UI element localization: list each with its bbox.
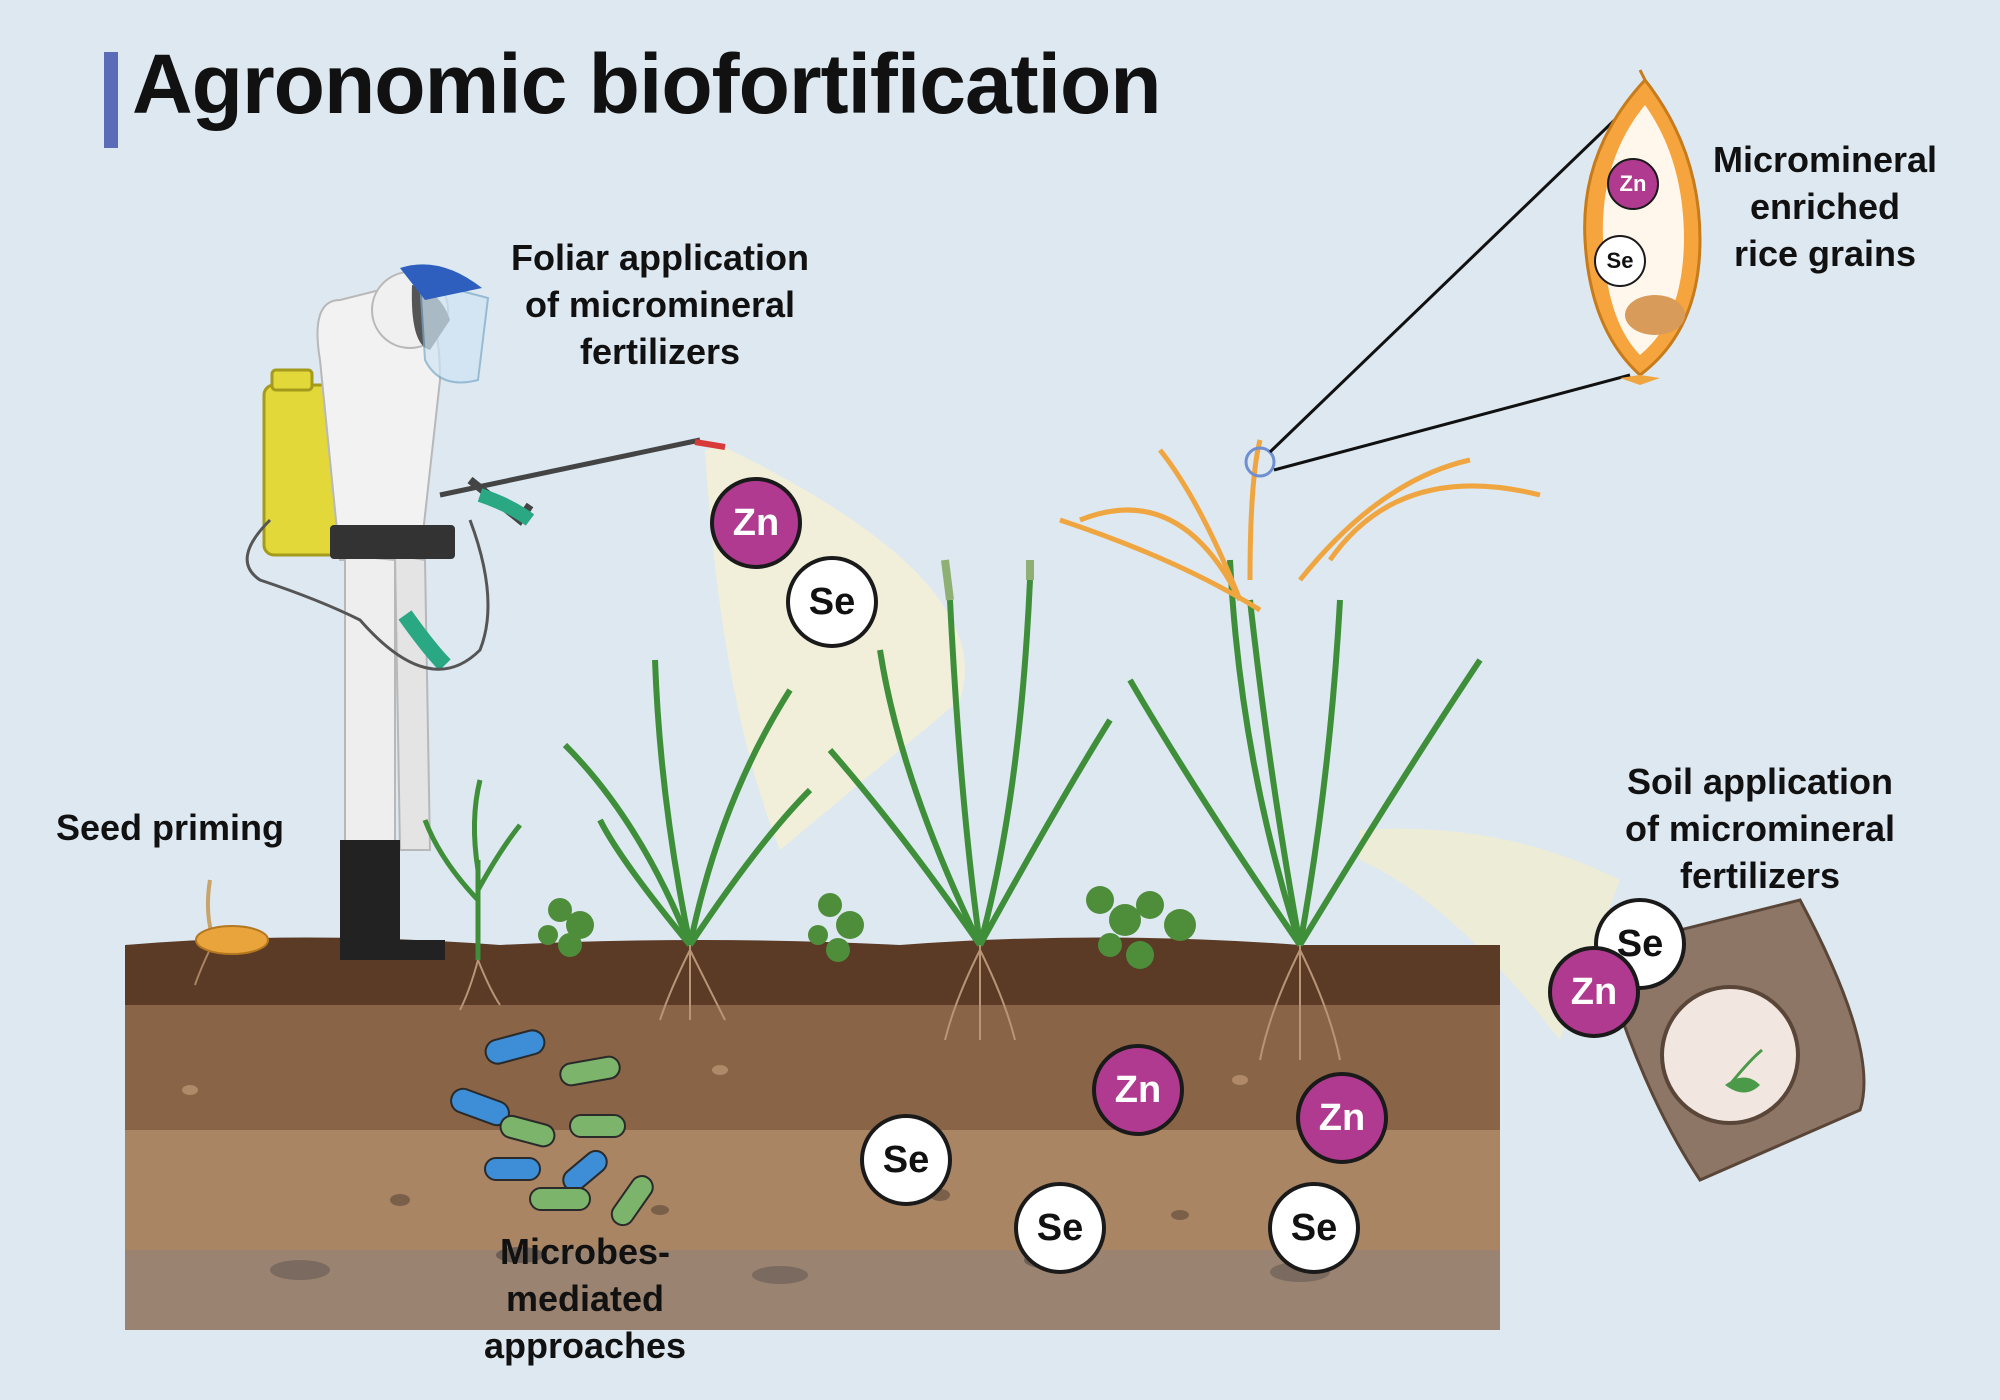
zn-bubble-bag: Zn [1548, 946, 1640, 1038]
microbes-label-line-2: mediated [505, 1278, 665, 1319]
primed-seed [194, 879, 269, 986]
microbes-label-line-1: Microbes- [499, 1231, 671, 1272]
farmer-sprayer [245, 264, 726, 960]
seed-label-line-1: Seed priming [55, 807, 285, 848]
zn-bubble-soil-2: Zn [1296, 1072, 1388, 1164]
microbes-label: Microbes- mediated approaches [430, 1228, 740, 1369]
magnifier-callout [1244, 108, 1631, 478]
booting-rice-plant [827, 559, 1113, 1041]
foliar-label-line-3: fertilizers [579, 331, 741, 372]
grains-label-line-2: enriched [1749, 186, 1901, 227]
diagram-title: Agronomic biofortification [132, 37, 1162, 131]
grains-label-line-3: rice grains [1733, 233, 1917, 274]
zn-bubble-grain: Zn [1607, 158, 1659, 210]
foliar-label-line-2: of micromineral [524, 284, 796, 325]
title-accent-bar [104, 52, 118, 148]
enriched-grains-label: Micromineral enriched rice grains [1680, 136, 1970, 277]
microbes-label-line-3: approaches [483, 1325, 687, 1366]
se-bubble-soil-2: Se [1014, 1182, 1106, 1274]
soil-label-line-1: Soil application [1626, 761, 1894, 802]
soil-label-line-2: of micromineral [1624, 808, 1896, 849]
tillering-rice-plant [562, 659, 813, 1021]
se-bubble-soil-1: Se [860, 1114, 952, 1206]
soil-application-label: Soil application of micromineral fertili… [1580, 758, 1940, 899]
foliar-application-label: Foliar application of micromineral ferti… [470, 234, 850, 375]
seedling [422, 779, 522, 1011]
mature-rice-plant [1127, 559, 1483, 1061]
se-bubble-soil-3: Se [1268, 1182, 1360, 1274]
soil-profile [125, 937, 1500, 1330]
weed-plants [538, 886, 1196, 969]
zn-bubble-soil-1: Zn [1092, 1044, 1184, 1136]
soil-microbes [450, 1029, 654, 1227]
rice-panicles [1059, 439, 1541, 613]
zn-bubble-spray: Zn [710, 477, 802, 569]
soil-label-line-3: fertilizers [1679, 855, 1841, 896]
foliar-label-line-1: Foliar application [510, 237, 810, 278]
grains-label-line-1: Micromineral [1712, 139, 1938, 180]
se-bubble-grain: Se [1594, 235, 1646, 287]
se-bubble-spray: Se [786, 556, 878, 648]
seed-priming-label: Seed priming [30, 804, 310, 851]
